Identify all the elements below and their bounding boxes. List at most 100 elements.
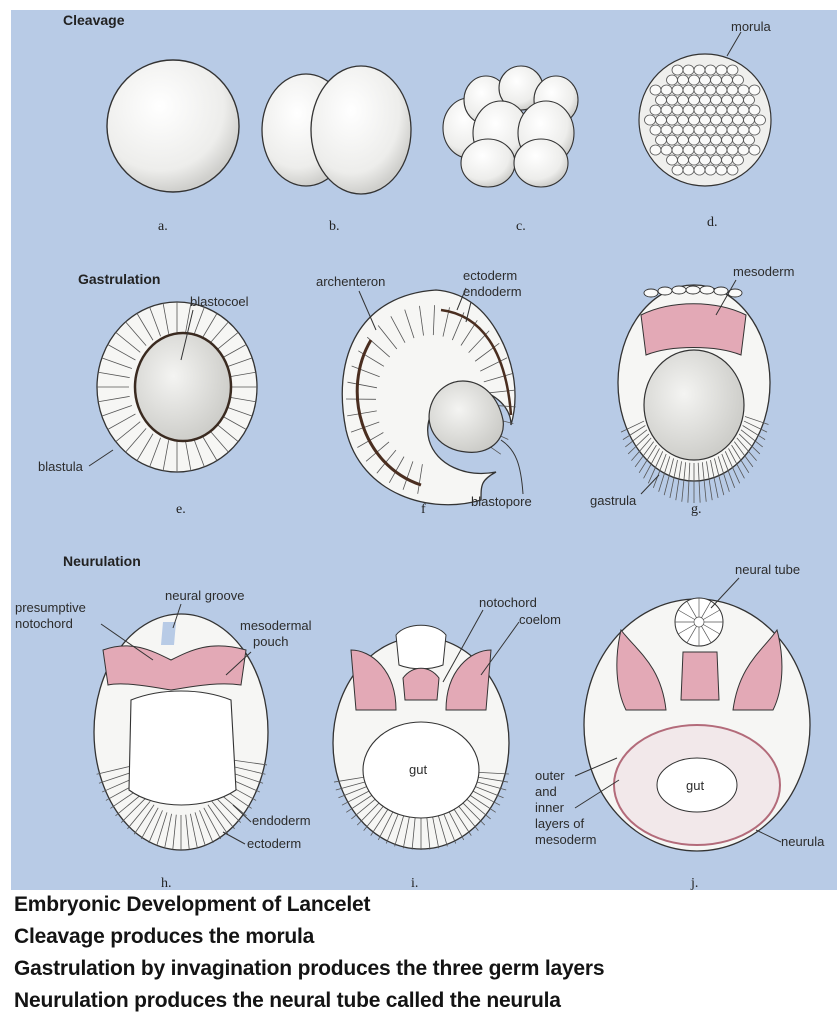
panel-letter-c: c.: [516, 219, 526, 234]
morula-cell: [722, 95, 733, 105]
morula-cell: [650, 125, 661, 135]
label-blastocoel: blastocoel: [190, 294, 249, 309]
morula-cell: [694, 85, 705, 95]
morula-cell: [744, 95, 755, 105]
morula-cell: [683, 65, 694, 75]
morula-cell: [678, 155, 689, 165]
label-neurula: neurula: [781, 834, 825, 849]
morula-cell: [661, 145, 672, 155]
label-and: and: [535, 784, 557, 799]
panel-letter-h: h.: [161, 876, 172, 890]
label-mesodermal-pouch: pouch: [253, 634, 288, 649]
morula-cell: [700, 75, 711, 85]
morula-cell: [672, 85, 683, 95]
label-ectoderm-f: ectoderm: [463, 268, 517, 283]
label-outer: outer: [535, 768, 565, 783]
morula-cell: [689, 95, 700, 105]
morula-cell: [672, 125, 683, 135]
zygote-a: [107, 60, 239, 192]
section-title-gastrulation: Gastrulation: [78, 271, 160, 287]
morula-cell: [678, 115, 689, 125]
morula-cell: [672, 65, 683, 75]
morula-cell: [667, 155, 678, 165]
morula-cell: [733, 95, 744, 105]
morula-cell: [661, 85, 672, 95]
eight-cell-stage-c: [443, 66, 578, 187]
morula-cell: [678, 75, 689, 85]
two-cell-stage-b: [262, 66, 411, 194]
label-blastopore: blastopore: [471, 494, 532, 509]
morula-cell: [700, 115, 711, 125]
panel-letter-d: d.: [707, 215, 718, 230]
morula-cell: [749, 85, 760, 95]
label-gastrula: gastrula: [590, 493, 637, 508]
gastrula-g: [618, 285, 770, 503]
panel-letter-f: f: [421, 502, 426, 517]
panel-letter-i: i.: [411, 876, 418, 890]
caption-line-gastrulation: Gastrulation by invagination produces th…: [14, 957, 604, 981]
morula-cell: [722, 155, 733, 165]
morula-cell: [711, 155, 722, 165]
leader-ectoderm-h: [223, 832, 245, 844]
panel-letter-e: e.: [176, 502, 186, 517]
label-presumptive-notochord: notochord: [15, 616, 73, 631]
morula-cell: [722, 115, 733, 125]
section-title-neurulation: Neurulation: [63, 553, 141, 569]
morula-cell: [727, 65, 738, 75]
morula-cell: [689, 155, 700, 165]
neural-canal: [694, 617, 704, 627]
blastula-e: [97, 302, 257, 472]
morula-cell: [716, 125, 727, 135]
morula-cell: [661, 125, 672, 135]
morula-d: [639, 54, 771, 186]
label-coelom: coelom: [519, 612, 561, 627]
label-notochord: notochord: [479, 595, 537, 610]
morula-cell: [722, 75, 733, 85]
morula-cell: [650, 105, 661, 115]
morula-cell: [733, 115, 744, 125]
morula-cell: [705, 65, 716, 75]
morula-cell: [727, 145, 738, 155]
leader-blastopore: [501, 440, 523, 494]
morula-cell: [733, 135, 744, 145]
morula-cell: [689, 75, 700, 85]
morula-cell: [705, 85, 716, 95]
label-morula: morula: [731, 19, 772, 34]
morula-cell: [700, 95, 711, 105]
morula-cell: [711, 95, 722, 105]
morula-cell: [755, 115, 766, 125]
morula-cell: [738, 125, 749, 135]
label-blastula: blastula: [38, 459, 84, 474]
mid-neurula-i: [333, 625, 509, 850]
morula-cell: [711, 135, 722, 145]
morula-cell: [650, 145, 661, 155]
morula-cell: [694, 65, 705, 75]
morula-cell: [672, 105, 683, 115]
leader-neurula: [756, 830, 781, 842]
morula-cell: [683, 85, 694, 95]
morula-cell: [738, 85, 749, 95]
morula-cell: [656, 95, 667, 105]
morula-cell: [738, 145, 749, 155]
morula-cell: [645, 115, 656, 125]
morula-cell: [705, 105, 716, 115]
morula-cell: [667, 115, 678, 125]
label-endoderm-f: endoderm: [463, 284, 522, 299]
caption-title: Embryonic Development of Lancelet: [14, 893, 370, 917]
morula-cell: [667, 95, 678, 105]
morula-cell: [672, 145, 683, 155]
morula-cell: [689, 115, 700, 125]
morula-cell: [738, 105, 749, 115]
morula-cell: [705, 165, 716, 175]
leader-coelom: [481, 622, 519, 675]
morula-cell: [694, 105, 705, 115]
panel-letter-j: j.: [690, 876, 698, 890]
label-gut-j: gut: [686, 778, 704, 793]
morula-cell: [656, 135, 667, 145]
morula-cell: [667, 75, 678, 85]
label-archenteron: archenteron: [316, 274, 385, 289]
label-gut-i: gut: [409, 762, 427, 777]
morula-cell: [716, 85, 727, 95]
label-endoderm-h: endoderm: [252, 813, 311, 828]
early-neurula-h: [94, 614, 268, 850]
